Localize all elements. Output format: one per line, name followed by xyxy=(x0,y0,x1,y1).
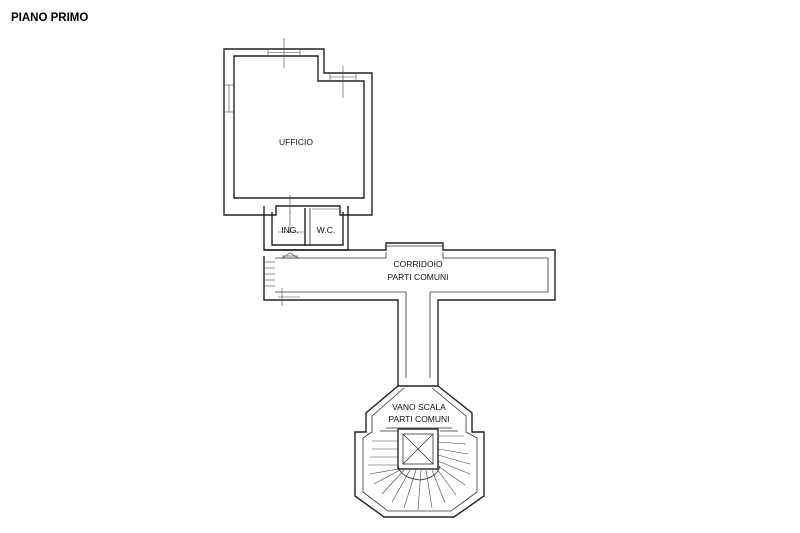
stair-treads xyxy=(368,430,471,511)
office-window-left xyxy=(224,84,234,113)
corridor: CORRIDOIO PARTI COMUNI xyxy=(263,242,556,387)
corridor-steps xyxy=(264,261,275,287)
stairwell: VANO SCALA PARTI COMUNI xyxy=(354,385,485,518)
stair-void xyxy=(397,428,439,470)
office-label: UFFICIO xyxy=(279,137,313,147)
corridor-label-line2: PARTI COMUNI xyxy=(387,272,448,282)
office-window-top xyxy=(267,38,301,68)
corridor-label-line1: CORRIDOIO xyxy=(393,259,443,269)
entrance-arrow-icon xyxy=(280,252,300,259)
wc-label: W.C. xyxy=(317,225,335,235)
floor-title: PIANO PRIMO xyxy=(11,12,88,24)
office-room: UFFICIO xyxy=(223,38,373,216)
stair-label-line1: VANO SCALA xyxy=(392,402,446,412)
office-window-right-top xyxy=(329,66,357,98)
entrance-label: ING. xyxy=(281,225,298,235)
stair-label-line2: PARTI COMUNI xyxy=(388,414,449,424)
